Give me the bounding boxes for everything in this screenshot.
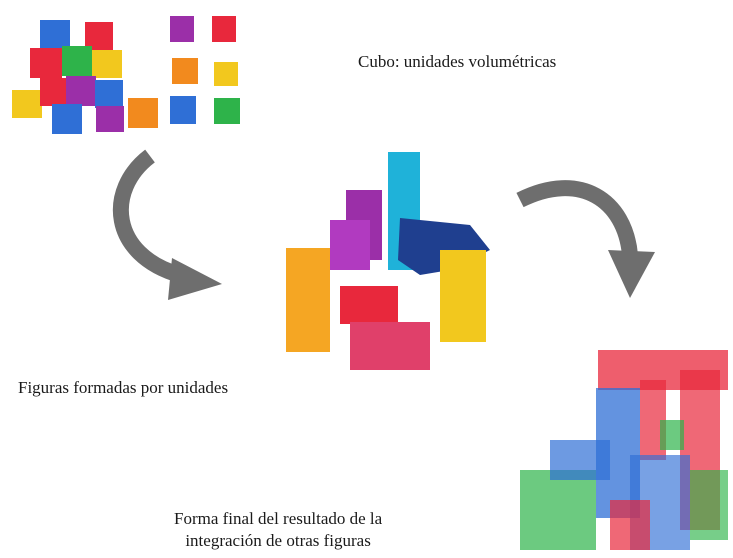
arrow-left-curved (112, 149, 222, 300)
final-shape-label-line2: integración de otras figuras (185, 531, 371, 550)
figures-formed-label: Figuras formadas por unidades (18, 378, 229, 397)
final-shape-label: Forma final del resultado de la integrac… (174, 508, 382, 552)
arrow-right-curved (516, 180, 655, 298)
final-structure-image (520, 350, 728, 550)
unit-cubes-pile-image (12, 16, 240, 134)
final-shape-label-line1: Forma final del resultado de la (174, 509, 383, 528)
unit-figures-image (286, 152, 490, 370)
volumetric-units-label: Cubo: unidades volumétricas (358, 52, 557, 71)
